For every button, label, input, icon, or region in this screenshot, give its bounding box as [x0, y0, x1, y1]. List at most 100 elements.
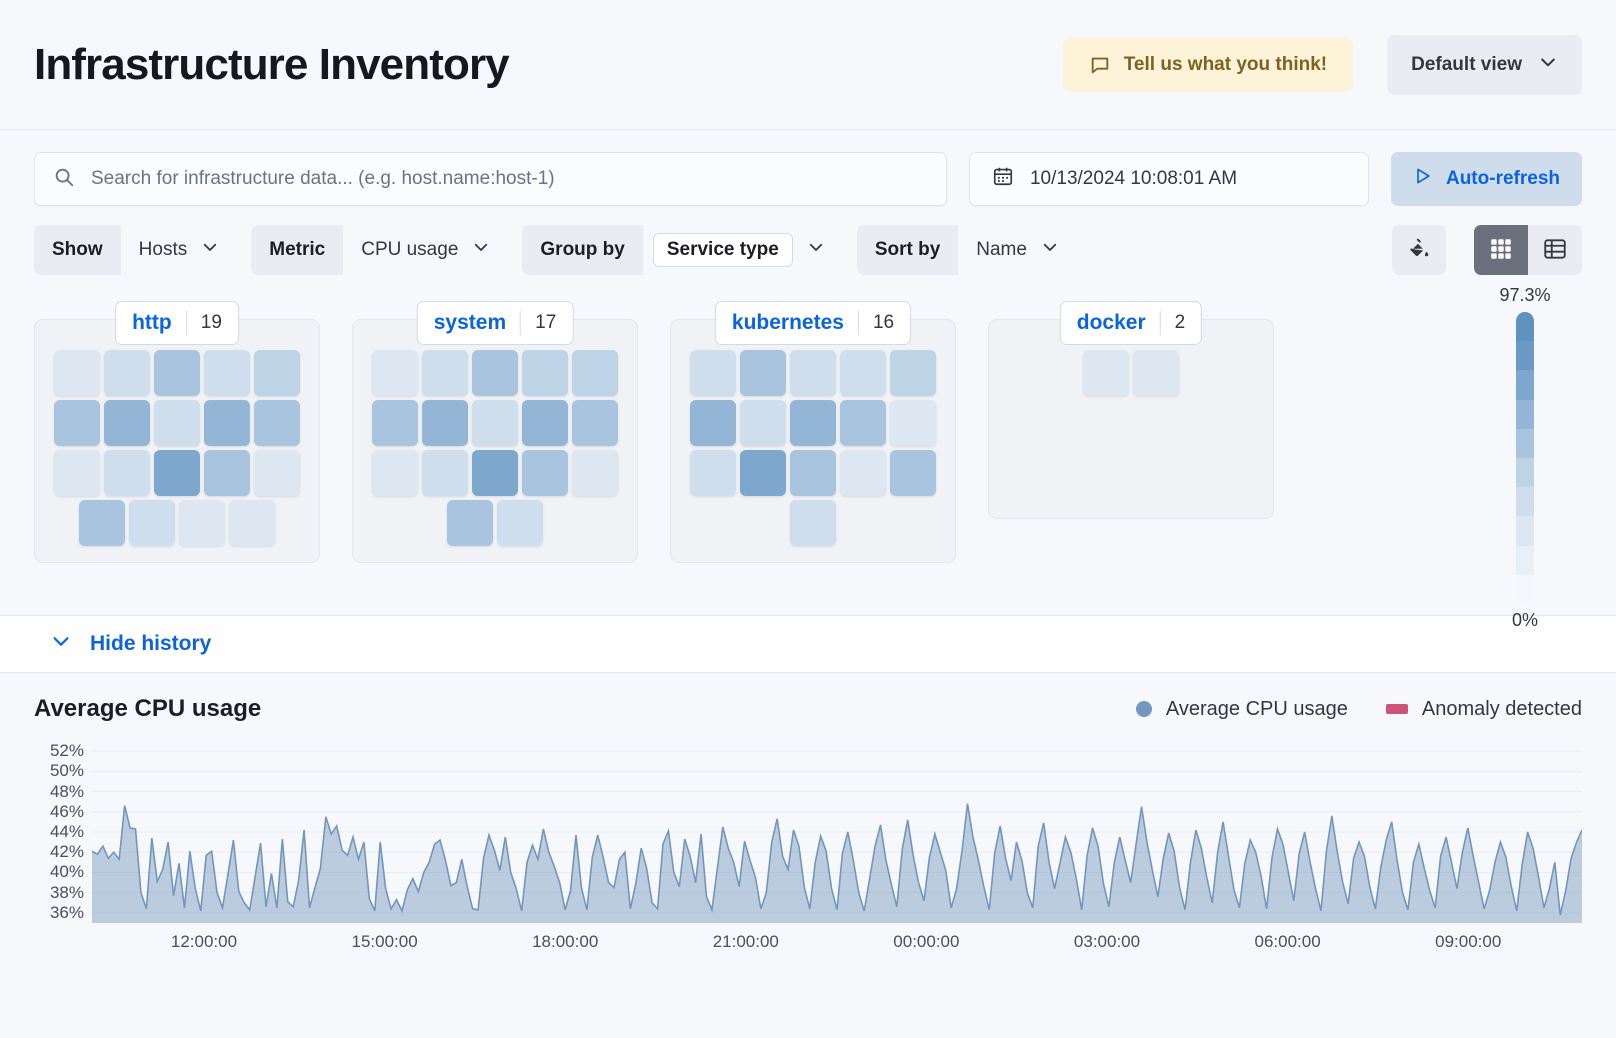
host-tile[interactable]	[372, 400, 418, 446]
host-tile[interactable]	[472, 400, 518, 446]
host-tile[interactable]	[372, 450, 418, 496]
host-tile[interactable]	[54, 450, 100, 496]
host-tile[interactable]	[1083, 350, 1129, 396]
color-legend-step	[1516, 370, 1534, 400]
host-tile[interactable]	[522, 450, 568, 496]
grid-view-button[interactable]	[1474, 225, 1528, 275]
host-tile[interactable]	[422, 450, 468, 496]
host-tile[interactable]	[840, 400, 886, 446]
host-tile[interactable]	[79, 500, 125, 546]
host-tile[interactable]	[572, 350, 618, 396]
host-tile[interactable]	[254, 400, 300, 446]
host-tile[interactable]	[229, 500, 275, 546]
search-input[interactable]	[89, 167, 928, 191]
host-tile[interactable]	[154, 450, 200, 496]
host-tile[interactable]	[129, 500, 175, 546]
filter-metric-value[interactable]: CPU usage	[343, 225, 509, 275]
feedback-button[interactable]: Tell us what you think!	[1062, 37, 1354, 92]
legend-item-anomaly-detected[interactable]: Anomaly detected	[1385, 697, 1582, 721]
host-tile[interactable]	[690, 450, 736, 496]
filter-group-by-value[interactable]: Service type	[642, 225, 843, 275]
host-tile[interactable]	[154, 400, 200, 446]
host-tile[interactable]	[254, 350, 300, 396]
table-view-button[interactable]	[1528, 225, 1582, 275]
host-tile[interactable]	[1133, 350, 1179, 396]
filter-show-value[interactable]: Hosts	[120, 225, 238, 275]
host-tile[interactable]	[204, 450, 250, 496]
host-tile[interactable]	[422, 400, 468, 446]
host-tile[interactable]	[522, 350, 568, 396]
host-tile[interactable]	[572, 450, 618, 496]
filter-group-by: Group by Service type	[522, 225, 843, 275]
date-picker-value: 10/13/2024 10:08:01 AM	[1029, 168, 1238, 189]
host-tile[interactable]	[54, 400, 100, 446]
x-tick-label: 21:00:00	[712, 932, 779, 951]
chart-body: 52%50%48%46%44%42%40%38%36%	[34, 741, 1582, 923]
color-legend-step	[1516, 399, 1534, 429]
host-tile[interactable]	[104, 450, 150, 496]
host-tile[interactable]	[790, 400, 836, 446]
color-legend-step	[1516, 312, 1534, 342]
host-tile[interactable]	[204, 350, 250, 396]
hide-history-button[interactable]: Hide history	[50, 630, 211, 658]
group-box-system	[352, 319, 638, 563]
search-box[interactable]	[34, 152, 947, 206]
host-tile[interactable]	[54, 350, 100, 396]
host-tile[interactable]	[572, 400, 618, 446]
color-legend-step	[1516, 545, 1534, 575]
color-legend-step	[1516, 428, 1534, 459]
host-tile[interactable]	[890, 450, 936, 496]
host-tile[interactable]	[472, 350, 518, 396]
y-tick-label: 42%	[49, 842, 84, 862]
host-tile[interactable]	[497, 500, 543, 546]
host-tile[interactable]	[104, 400, 150, 446]
host-tile[interactable]	[740, 350, 786, 396]
filter-sort-by-value[interactable]: Name	[958, 225, 1077, 275]
view-selector-button[interactable]: Default view	[1387, 34, 1582, 95]
tile-grid	[51, 350, 303, 546]
group-count: 16	[872, 312, 895, 333]
host-tile[interactable]	[254, 450, 300, 496]
legend-label: Anomaly detected	[1421, 697, 1582, 720]
palette-button[interactable]	[1392, 225, 1446, 275]
host-tile[interactable]	[740, 400, 786, 446]
host-tile[interactable]	[890, 350, 936, 396]
chart-legend: Average CPU usage Anomaly detected	[1135, 697, 1582, 721]
legend-marker-circle	[1135, 701, 1152, 717]
host-tile[interactable]	[690, 350, 736, 396]
host-tile[interactable]	[890, 400, 936, 446]
grid-view-icon	[1488, 236, 1514, 265]
host-tile[interactable]	[204, 400, 250, 446]
host-tile[interactable]	[790, 500, 836, 546]
plot-area[interactable]	[92, 741, 1582, 923]
host-tile[interactable]	[840, 350, 886, 396]
color-legend-min: 0%	[1511, 610, 1538, 630]
legend-item-average-cpu-usage[interactable]: Average CPU usage	[1135, 698, 1348, 721]
host-tile[interactable]	[740, 450, 786, 496]
host-tile[interactable]	[447, 500, 493, 546]
host-tile[interactable]	[790, 450, 836, 496]
host-tile[interactable]	[522, 400, 568, 446]
host-tile[interactable]	[790, 350, 836, 396]
host-tile[interactable]	[372, 350, 418, 396]
hide-history-label: Hide history	[90, 632, 212, 655]
date-picker[interactable]: 10/13/2024 10:08:01 AM	[968, 152, 1369, 206]
auto-refresh-button[interactable]: Auto-refresh	[1390, 152, 1582, 206]
host-tile[interactable]	[472, 450, 518, 496]
host-tile[interactable]	[104, 350, 150, 396]
host-tile[interactable]	[690, 400, 736, 446]
group-name: http	[132, 311, 172, 334]
host-tile[interactable]	[840, 450, 886, 496]
filter-show-value-text: Hosts	[138, 239, 188, 260]
host-tile[interactable]	[179, 500, 225, 546]
host-tile[interactable]	[154, 350, 200, 396]
host-tile[interactable]	[422, 350, 468, 396]
x-tick-label: 09:00:00	[1435, 932, 1502, 951]
